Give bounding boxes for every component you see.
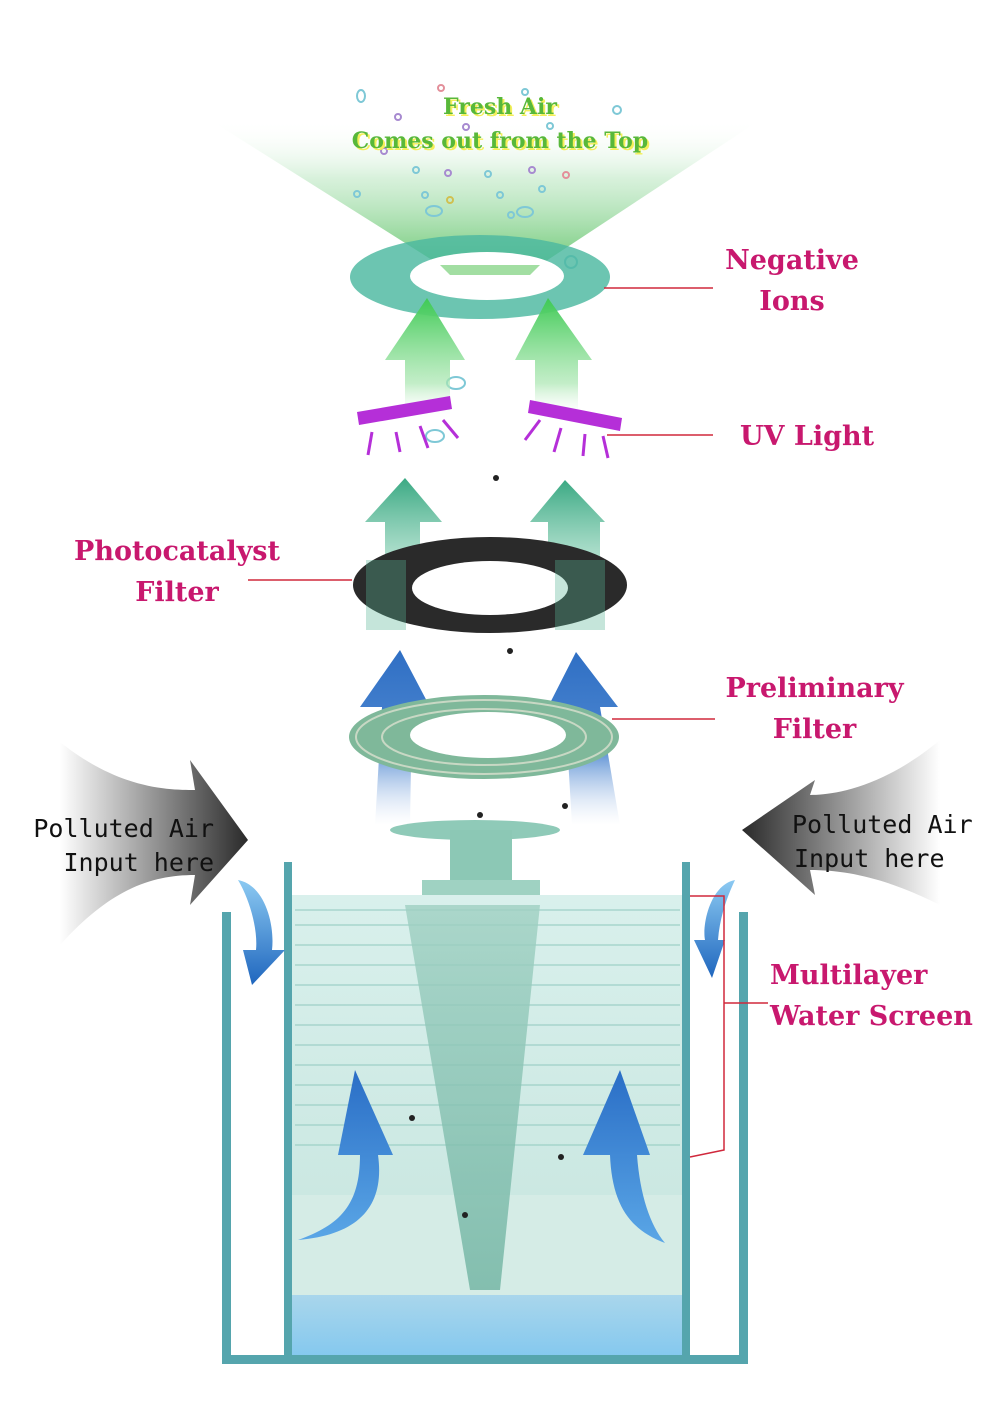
label-photocatalyst-line2: Filter — [135, 577, 219, 608]
down-arrow-right — [694, 880, 735, 978]
label-polluted-air-left: Polluted Air Input here — [14, 812, 214, 880]
inlet-cap — [390, 820, 560, 896]
label-preliminary-line2: Filter — [772, 714, 857, 745]
polluted-air-right-line2: Input here — [794, 844, 945, 873]
label-negative-ions-line1: Negative — [725, 245, 859, 276]
fresh-air-cone — [210, 120, 760, 265]
polluted-air-arrow-right — [742, 740, 940, 905]
polluted-air-left-line1: Polluted Air — [33, 814, 214, 843]
label-water-screen-line1: Multilayer — [770, 960, 928, 991]
label-uv-light-line1: UV Light — [739, 421, 875, 452]
leader-lines — [248, 287, 768, 1158]
up-arrow-left — [298, 1070, 393, 1240]
water-reservoir — [287, 1295, 685, 1357]
green-arrow-left — [385, 298, 465, 420]
polluted-air-left-line2: Input here — [63, 848, 214, 877]
label-preliminary-filter: Preliminary Filter — [712, 668, 917, 750]
label-negative-ions: Negative Ions — [712, 240, 872, 322]
down-arrow-left — [238, 880, 285, 985]
label-photocatalyst-line1: Photocatalyst — [74, 536, 280, 567]
pollutant-particles — [409, 475, 568, 1218]
teal-arrow-left — [365, 478, 442, 610]
up-arrow-right — [583, 1070, 665, 1243]
tank-walls — [222, 862, 748, 1364]
label-polluted-air-right: Polluted Air Input here — [792, 808, 992, 876]
polluted-air-arrow-left — [60, 742, 248, 945]
fresh-air-line1: Fresh Air — [443, 94, 557, 120]
label-photocatalyst-filter: Photocatalyst Filter — [62, 531, 292, 613]
label-uv-light: UV Light — [722, 416, 892, 457]
uv-light-lamps — [357, 396, 622, 459]
cyclone-cone — [405, 905, 540, 1290]
label-negative-ions-line2: Ions — [759, 286, 825, 317]
fresh-air-line2: Comes out from the Top — [351, 128, 649, 154]
preliminary-filter-ring — [349, 695, 619, 779]
label-water-screen-line2: Water Screen — [770, 1001, 973, 1032]
label-multilayer-water-screen: Multilayer Water Screen — [770, 955, 980, 1037]
green-arrow-right — [515, 298, 592, 420]
label-preliminary-line1: Preliminary — [725, 673, 904, 704]
polluted-air-right-line1: Polluted Air — [792, 810, 973, 839]
fresh-air-caption: Fresh Air Comes out from the Top — [330, 90, 670, 158]
